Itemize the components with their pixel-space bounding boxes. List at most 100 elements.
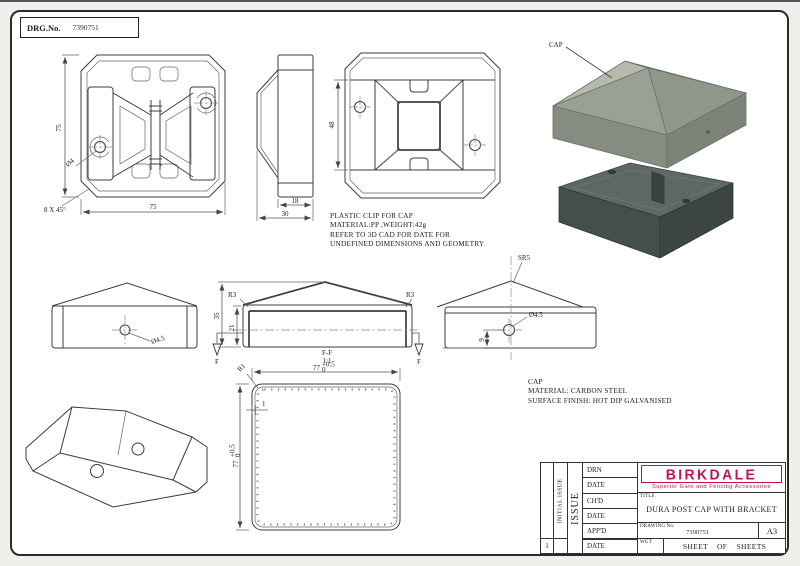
cap-note-line: SURFACE FINISH: HOT DIP GALVANISED [528,395,672,405]
top-tab-left [131,66,151,82]
brand-tagline: Superior Gate and Fencing Accessories [652,484,771,490]
left-block [87,86,114,181]
appd-label: APP'D [587,527,607,536]
drn-cell: DRN [582,462,638,479]
left-funnel [112,92,152,178]
sphere-radius-label: SR5 [518,254,531,262]
outline [80,54,226,198]
chd-cell: CH'D [582,492,638,509]
paper-size-cell: A3 [758,522,786,539]
drawing-no-cell: DRAWING No. 7390751 [637,522,759,539]
date-label: DATE [587,481,605,490]
drg-number-box: DRG.No. 7390751 [20,17,139,38]
cap-plan-view: 77 +0.5 0 77 +0.5 0 R1 1 [229,361,401,531]
dim-width-label: 77 [313,364,321,372]
corner-radius-label: R1 [236,362,248,374]
ext-lines [334,79,348,171]
left-arrow-head [212,343,222,357]
fillet-leader-left [239,298,249,308]
drawing-title: DURA POST CAP WITH BRACKET [646,505,777,514]
logo-box: BIRKDALE [641,465,782,483]
cap-note-line: CAP [528,377,543,386]
bracket-center-slot [651,171,665,205]
body [242,304,413,348]
clip-side-view: 18 30 [256,54,314,221]
hole-left-centerlines [349,96,371,118]
revision-number: 1 [545,542,549,550]
date-cell-1: DATE [582,477,638,494]
cap-label: CAP [549,41,563,49]
right-arrow-leader [412,332,420,343]
hole-centerlines [112,315,138,346]
center-slot [149,100,162,170]
dim-inner-label: 48 [328,121,336,129]
outer-outline [25,406,208,508]
weight-cell: WGT [637,538,664,554]
logo-cell: BIRKDALE Superior Gate and Fencing Acces… [637,462,786,493]
fillet-left-label: R3 [228,291,237,299]
drg-number-value: 7390751 [72,23,99,32]
section-cut-arrows: F F [212,332,424,366]
corner-radius-leader [246,373,259,389]
ridge-line [117,410,127,456]
dim-height-label: 75 [55,124,63,132]
inner-outline [86,60,220,192]
cap-front-view: SR5 Ø4.5 9 [436,254,597,360]
serration-ticks [256,388,396,526]
hole-dia-label: Ø4.5 [150,334,166,346]
ext-lines [443,329,503,349]
revision-spacer-cell [540,462,554,539]
body [51,305,198,349]
band-lines [62,306,188,348]
hole-lower [90,464,104,478]
right-funnel [159,92,194,178]
title-label: TITLE [640,494,655,499]
clip-back-view: 48 [328,52,501,199]
revision-cell: 1 [540,538,554,554]
bottom-tab-left [131,163,151,179]
date-label: DATE [587,542,605,551]
cap-notes: CAP MATERIAL: CARBON STEEL SURFACE FINIS… [528,377,672,405]
hole-leader [512,316,528,327]
ext-lines [218,281,323,348]
ext-lines [256,150,314,221]
drn-label: DRN [587,466,602,475]
clip-note-line: UNDEFINED DIMENSIONS AND GEOMETRY [330,239,485,249]
weight-label: WGT [640,540,652,545]
drawing-no-label: DRAWING No. [640,524,675,529]
roof [51,282,198,307]
date-label: DATE [587,512,605,521]
center-square [397,101,441,151]
cap-isometric-wireframe [25,406,208,508]
issue-label-text: ISSUE [569,491,581,525]
cap-label-leader [565,46,613,79]
fillet-right-label: R3 [406,291,415,299]
clip-note-line: MATERIAL:PP ,WEIGHT:42g [330,220,427,230]
sheet-cell: SHEET OF SHEETS [663,538,786,554]
cap-side-view: Ø4.5 [51,282,198,349]
band-lines [350,79,495,171]
issue-note-spacer [553,538,568,554]
dim-depth-label: 18 [292,197,300,205]
outline [344,52,501,199]
inner-square [254,386,398,528]
hole-right-centerlines [464,134,486,156]
section-letter-left: F [215,358,219,366]
ext-lines [62,54,226,215]
inner-outline [349,57,496,194]
bottom-notch [409,157,429,170]
funnel-diagonals-inner [377,82,461,168]
body [277,54,314,198]
clip-front-view: 75 75 Ø4 8 X 45° [44,54,226,215]
thickness-ticks [246,405,268,415]
appd-cell: APP'D [582,523,638,540]
dim-width-tol-upper: +0.5 [322,361,335,369]
dim-total-label: 30 [282,210,290,218]
clip-note-line: PLASTIC CLIP FOR CAP [330,211,414,220]
hole-centerlines [497,318,522,343]
right-arrow-head [414,343,424,357]
inner-edges [32,406,197,493]
chamfer-note: 8 X 45° [44,206,66,214]
